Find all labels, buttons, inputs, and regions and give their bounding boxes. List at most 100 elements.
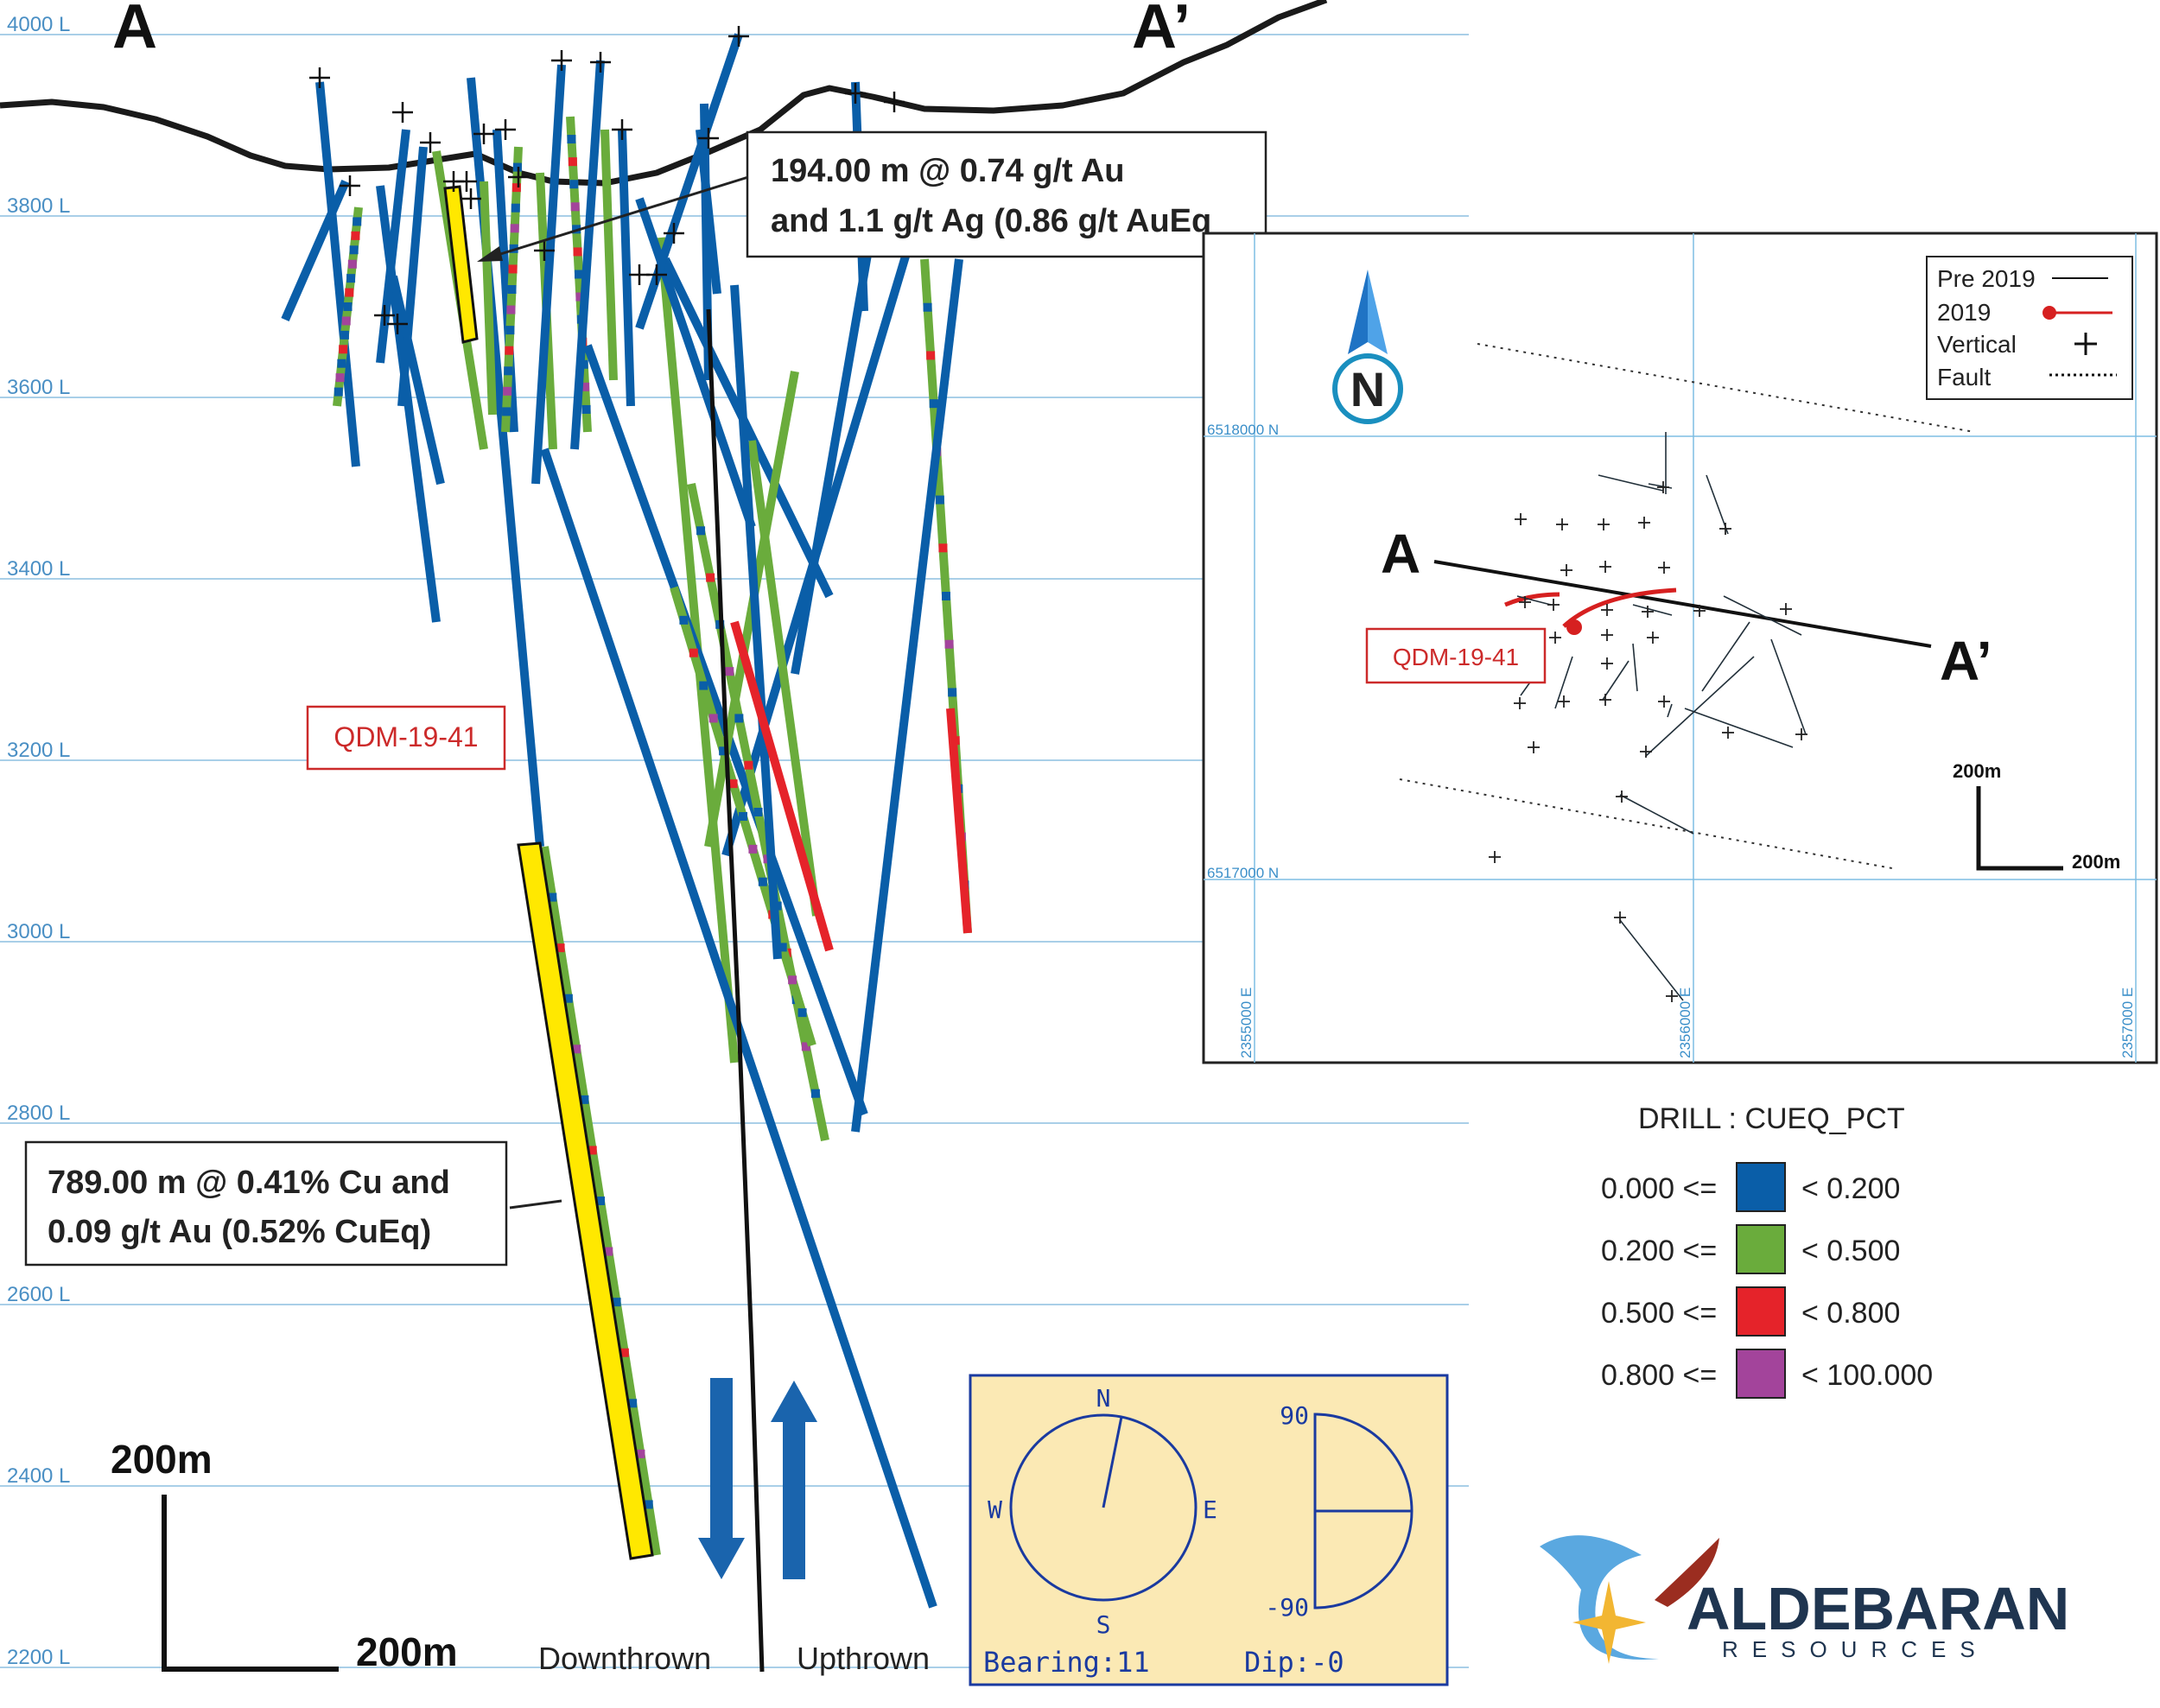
- drill-hole-trace: [791, 224, 877, 675]
- inset-hole-trace: [1684, 708, 1794, 748]
- grade-tick: [508, 264, 518, 274]
- grade-tick: [696, 526, 706, 536]
- grade-tick: [337, 359, 346, 368]
- grade-tick: [699, 681, 708, 690]
- inset-grid-east-1: 2355000 E: [1238, 987, 1255, 1058]
- section-label-a: A: [112, 0, 157, 61]
- inset-hole-trace: [1598, 474, 1664, 492]
- grade-tick: [748, 844, 758, 854]
- grade-tick: [507, 285, 517, 294]
- inset-hole-trace: [1645, 656, 1755, 757]
- fault-upthrown-label: Upthrown: [797, 1641, 930, 1676]
- grade-tick: [636, 1449, 645, 1458]
- grade-tick: [728, 779, 738, 789]
- grade-bin-low: 0.200 <=: [1601, 1235, 1717, 1267]
- inset-hole-trace: [1770, 638, 1807, 735]
- grade-tick: [581, 404, 591, 414]
- grade-tick: [644, 1500, 653, 1509]
- grade-tick: [502, 407, 511, 416]
- north-letter: N: [1350, 362, 1385, 416]
- grade-tick: [596, 1197, 605, 1205]
- grade-bin-swatch: [1736, 1224, 1786, 1274]
- compass-n-label: N: [1096, 1384, 1111, 1413]
- upper-callout-box: [746, 130, 1267, 258]
- grade-tick: [944, 639, 954, 649]
- drill-hole-trace: [531, 64, 566, 485]
- grade-tick: [341, 316, 351, 326]
- drill-hole-trace: [397, 146, 428, 407]
- grade-tick: [510, 224, 519, 233]
- grade-tick: [511, 203, 520, 213]
- aldebaran-logo: [1540, 1535, 1719, 1664]
- grade-tick: [758, 877, 767, 886]
- fault-trace: [706, 308, 765, 1673]
- grade-tick: [719, 746, 728, 756]
- drill-hole-trace: [696, 129, 721, 295]
- hole-label-box: [306, 705, 506, 771]
- dip-top-label: 90: [1280, 1401, 1309, 1430]
- grade-tick: [345, 288, 354, 297]
- level-label: 3800 L: [7, 194, 70, 218]
- grade-bin-high: < 0.200: [1801, 1172, 1900, 1205]
- drill-hole-trace: [730, 284, 782, 960]
- inset-fault-south: [1399, 778, 1893, 869]
- grade-tick: [347, 259, 357, 269]
- upthrown-arrow-icon: [771, 1381, 817, 1579]
- downthrown-arrow-icon: [698, 1378, 745, 1579]
- grade-bin-swatch: [1736, 1162, 1786, 1212]
- grade-tick: [744, 760, 753, 770]
- upper-callout-leader: [483, 175, 749, 261]
- grade-bin-high: < 100.000: [1801, 1359, 1933, 1392]
- inset-section-line: [1433, 560, 1932, 648]
- inset-pre2019-holes: [1516, 432, 1807, 1001]
- north-arrow-icon: [1332, 270, 1403, 424]
- grade-tick: [569, 180, 579, 189]
- inset-grid-north-bottom: 6517000 N: [1207, 865, 1279, 881]
- upper-callout-line2: and 1.1 g/t Ag (0.86 g/t AuEq: [771, 203, 1211, 239]
- level-label: 3600 L: [7, 376, 70, 399]
- grade-bin-high: < 0.500: [1801, 1235, 1900, 1267]
- bearing-readout: Bearing:11: [983, 1646, 1150, 1679]
- drill-hole-trace: [635, 197, 756, 529]
- grade-tick: [505, 346, 514, 355]
- lower-callout-box: [24, 1140, 508, 1267]
- inset-hole-trace: [1619, 919, 1684, 1001]
- grade-tick: [689, 648, 698, 657]
- hole-collars: [309, 26, 905, 334]
- inset-hole-trace: [1602, 660, 1630, 701]
- inset-hole-trace: [1667, 703, 1673, 718]
- grade-legend-title: DRILL : CUEQ_PCT: [1638, 1102, 1905, 1135]
- grade-tick: [339, 345, 348, 354]
- grade-tick: [506, 305, 516, 314]
- topography-line: [0, 0, 1328, 187]
- level-label: 4000 L: [7, 13, 70, 36]
- grade-tick: [810, 1089, 820, 1098]
- orientation-panel: [969, 1374, 1449, 1686]
- drill-holes: [281, 33, 972, 1609]
- level-label: 2200 L: [7, 1646, 70, 1669]
- grade-tick: [604, 1247, 613, 1256]
- grade-tick: [788, 975, 797, 985]
- grade-tick: [580, 1095, 589, 1104]
- grade-tick: [708, 714, 718, 723]
- grade-tick: [573, 247, 582, 257]
- grade-tick: [929, 399, 938, 409]
- drill-hole-trace: [389, 275, 445, 486]
- grade-tick: [575, 292, 585, 302]
- inset-hole-label: QDM-19-41: [1393, 644, 1519, 670]
- grade-tick: [334, 387, 343, 397]
- legend-2019-label: 2019: [1937, 299, 1991, 326]
- legend-vertical-label: Vertical: [1937, 331, 2017, 358]
- grade-bin-low: 0.500 <=: [1601, 1297, 1717, 1330]
- level-label: 2800 L: [7, 1102, 70, 1125]
- grade-tick: [570, 202, 580, 212]
- legend-pre2019-label: Pre 2019: [1937, 265, 2036, 292]
- grade-tick: [778, 943, 787, 952]
- grade-tick: [628, 1399, 638, 1408]
- grade-tick: [725, 667, 734, 676]
- level-label: 2600 L: [7, 1283, 70, 1306]
- inset-scale-vertical-label: 200m: [1953, 760, 2001, 782]
- drill-hole-trace: [635, 33, 743, 330]
